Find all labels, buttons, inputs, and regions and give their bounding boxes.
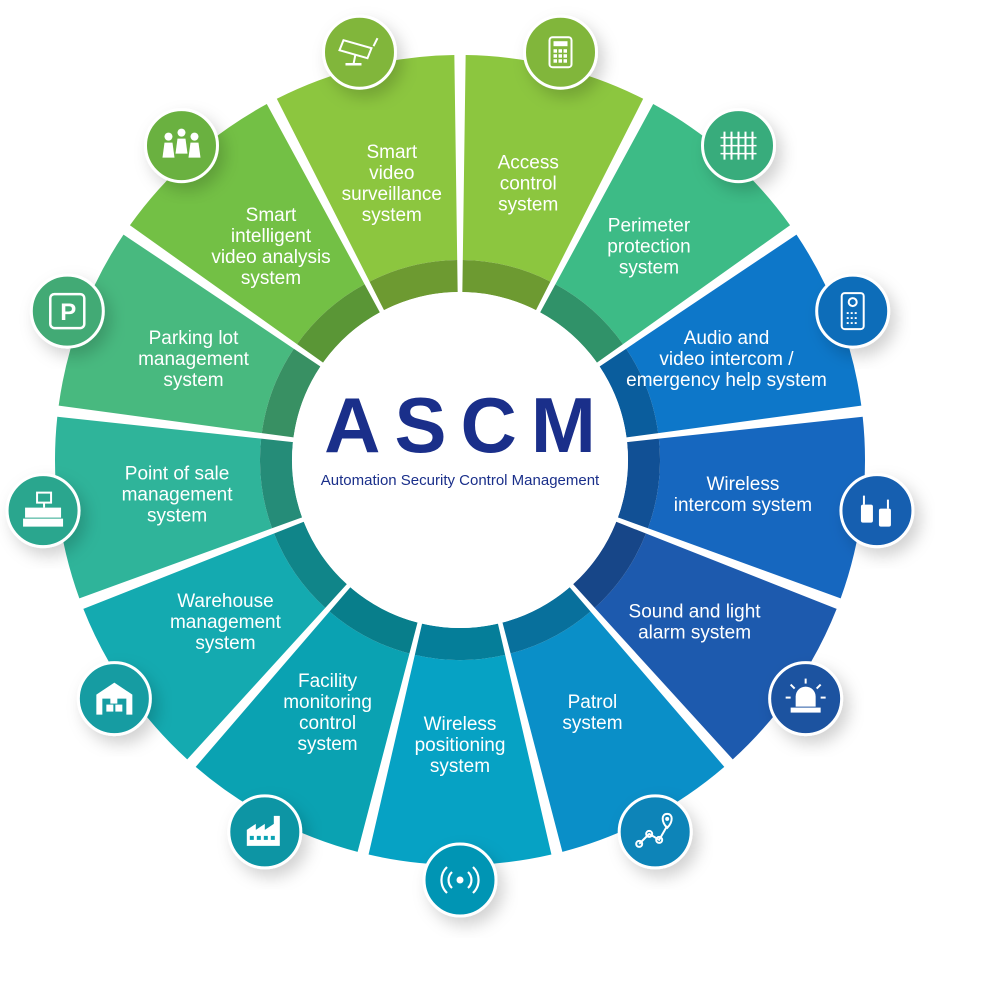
ring-segment-11 (297, 284, 380, 363)
segment-6 (368, 654, 552, 865)
icons-layer: P (5, 14, 915, 918)
segment-label-line: management (170, 612, 282, 633)
people-icon (143, 108, 219, 184)
segment-label-line: Access (498, 152, 559, 173)
ring-segment-2 (599, 348, 659, 438)
segment-label-line: video analysis (211, 247, 330, 268)
ring-segment-0 (462, 260, 551, 311)
segment-label-line: Audio and (684, 328, 770, 349)
intercom-panel-icon (815, 273, 891, 349)
segment-label-line: Parking lot (149, 328, 239, 349)
segment-label-line: video intercom / (659, 349, 794, 370)
ring-segment-4 (573, 521, 646, 608)
segment-label-line: Wireless (424, 714, 497, 735)
segment-label-line: Facility (298, 671, 358, 692)
segment-9 (54, 416, 273, 599)
segment-label-line: system (297, 734, 357, 755)
segment-7 (195, 611, 410, 852)
ring-segment-7 (329, 587, 418, 654)
segment-label-line: control (500, 173, 557, 194)
segment-label-line: surveillance (342, 184, 442, 205)
walkie-talkie-icon (839, 473, 915, 549)
segment-label-line: Smart (246, 205, 297, 226)
segment-label-line: management (122, 484, 234, 505)
segment-label-line: intelligent (231, 226, 312, 247)
center-title: ASCM (324, 381, 610, 469)
factory-icon (227, 794, 303, 870)
segment-10 (58, 234, 294, 434)
segment-5 (510, 611, 725, 852)
segment-12 (276, 55, 458, 282)
ring-segment-12 (369, 260, 458, 311)
segment-label-line: system (562, 713, 622, 734)
warehouse-icon (76, 661, 152, 737)
segment-label-line: system (619, 258, 679, 279)
segment-label-line: system (241, 268, 301, 289)
segment-label-line: positioning (415, 735, 506, 756)
center-hub: ASCM Automation Security Control Managem… (292, 292, 628, 628)
segment-label-line: intercom system (674, 495, 812, 516)
segment-label-line: control (299, 713, 356, 734)
ring-segment-10 (261, 348, 321, 438)
parking-icon: P (29, 273, 105, 349)
segment-label-line: system (498, 194, 558, 215)
segment-label-line: monitoring (283, 692, 372, 713)
fence-icon (701, 108, 777, 184)
segment-label-line: alarm system (638, 622, 751, 643)
segments-layer (54, 55, 865, 865)
ring-segment-6 (414, 623, 506, 660)
segment-label-line: protection (607, 237, 690, 258)
segment-label-line: Smart (366, 142, 417, 163)
segment-label-line: system (163, 370, 223, 391)
segment-label-line: Warehouse (177, 591, 273, 612)
segment-label-line: Wireless (707, 474, 780, 495)
segment-2 (626, 234, 862, 434)
svg-text:P: P (60, 299, 76, 326)
segment-label-line: Patrol (568, 692, 618, 713)
segment-label-line: Perimeter (608, 216, 691, 237)
center-subtitle: Automation Security Control Management (321, 472, 600, 489)
segment-3 (647, 416, 865, 599)
segment-label-line: emergency help system (626, 370, 827, 391)
route-pin-icon (617, 794, 693, 870)
segment-label-line: system (430, 756, 490, 777)
signal-icon (422, 842, 498, 918)
segment-label-line: video (369, 163, 414, 184)
ring-segment-8 (274, 521, 347, 608)
segment-label-line: system (195, 633, 255, 654)
cctv-camera-icon (321, 14, 397, 90)
keypad-icon (523, 14, 599, 90)
ring-segment-3 (617, 438, 660, 529)
center-circle (292, 292, 628, 628)
ring-segment-5 (502, 587, 591, 654)
segment-0 (462, 55, 644, 282)
ring-segment-1 (540, 284, 623, 363)
segment-label-line: Sound and light (629, 601, 762, 622)
siren-icon (768, 661, 844, 737)
segment-label-line: management (138, 349, 250, 370)
segment-label-line: Point of sale (125, 463, 230, 484)
cash-register-icon (5, 473, 81, 549)
inner-ring (260, 260, 660, 660)
ring-segment-9 (260, 438, 303, 529)
segment-label-line: system (147, 505, 207, 526)
segment-label-line: system (362, 205, 422, 226)
